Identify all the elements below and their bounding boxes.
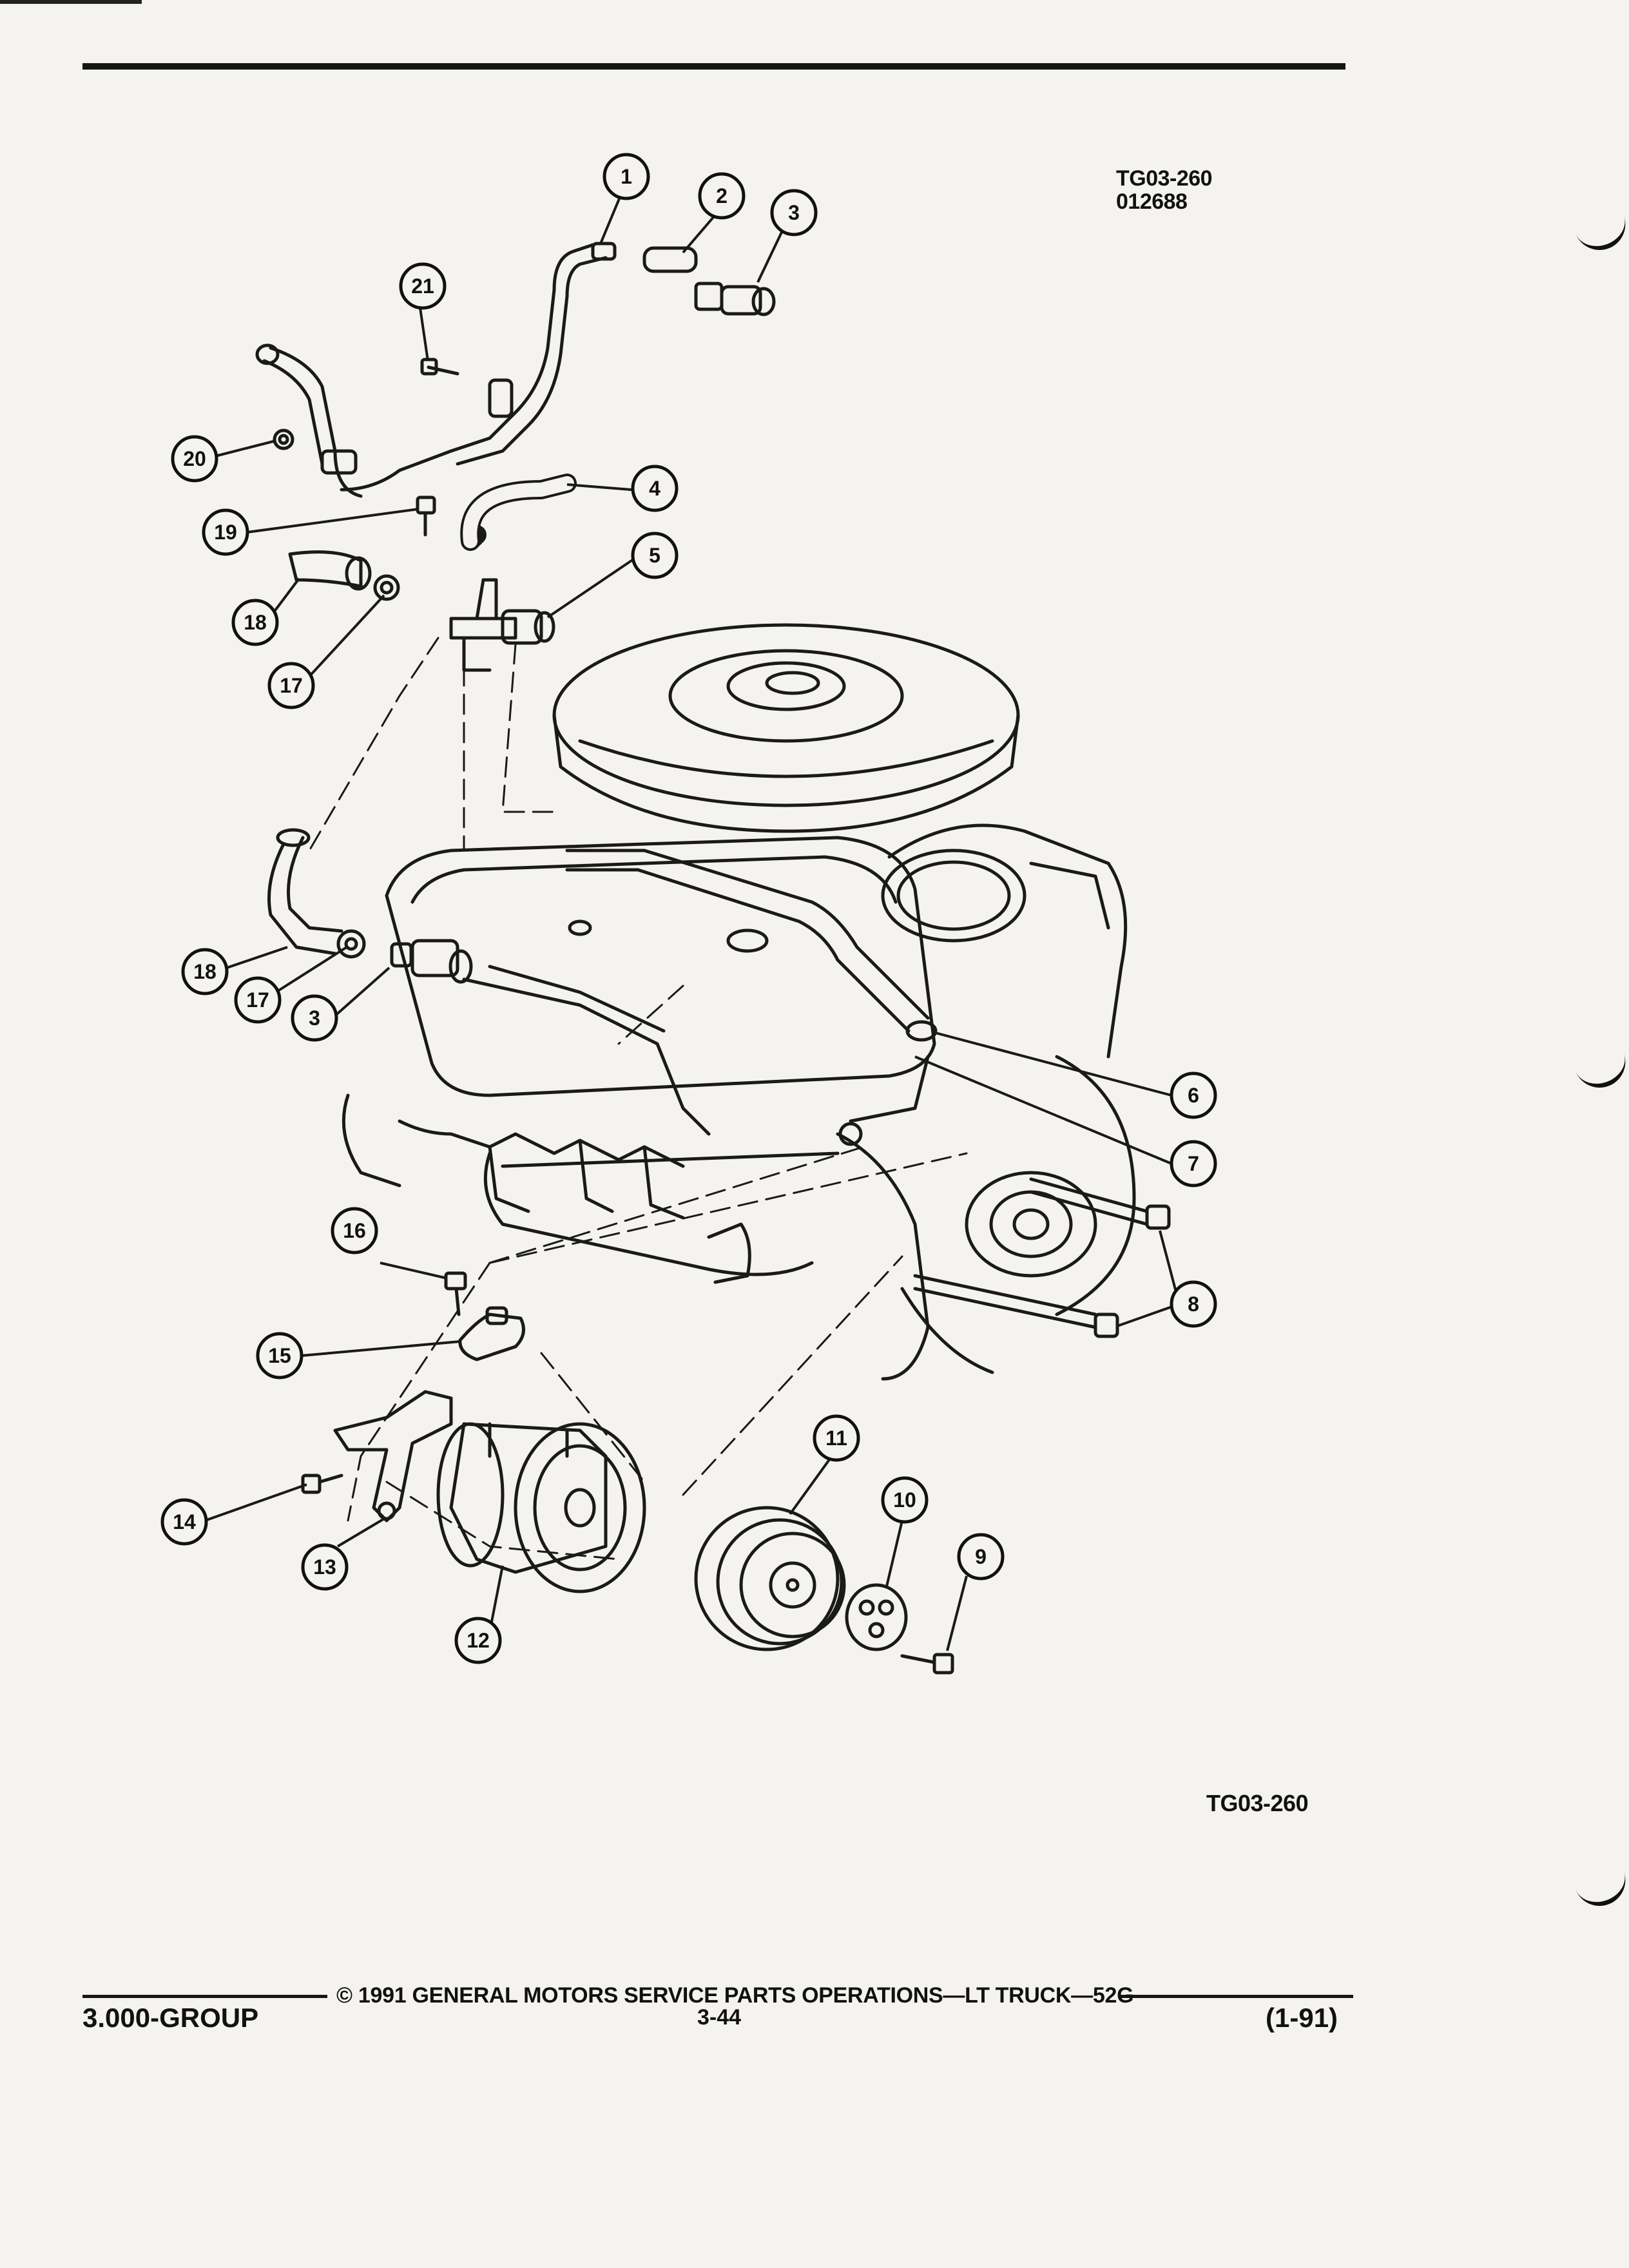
footer-rule xyxy=(82,1995,327,1998)
ac-hose-assembly xyxy=(255,242,617,498)
callout-circle xyxy=(631,532,679,579)
callout-label: 19 xyxy=(214,521,237,544)
callout-leaders xyxy=(204,197,1181,1651)
callout-label: 13 xyxy=(313,1555,336,1579)
hose-elbow xyxy=(288,550,372,591)
callout-label: 17 xyxy=(246,988,269,1012)
figure-id: TG03-260 xyxy=(1116,166,1213,191)
hose-clamp xyxy=(373,574,400,601)
callout-circle xyxy=(160,1498,208,1546)
bolt xyxy=(301,1474,343,1494)
copyright-notice: © 1991 GENERAL MOTORS SERVICE PARTS OPER… xyxy=(336,1983,1134,2008)
header-rule xyxy=(82,63,1345,70)
callout-circle xyxy=(1170,1280,1217,1328)
callout-circle xyxy=(291,994,338,1042)
callout-circle xyxy=(399,262,447,310)
callout-circle xyxy=(267,662,315,709)
hose-elbow xyxy=(267,828,343,956)
pulley xyxy=(694,1506,846,1651)
figure-date: 012688 xyxy=(1116,189,1188,214)
callout-label: 8 xyxy=(1188,1293,1199,1316)
mounting-bracket xyxy=(333,1390,453,1523)
callout-circle xyxy=(602,153,650,200)
bracket xyxy=(458,1306,525,1361)
callout-circle xyxy=(181,948,229,995)
tee-fitting xyxy=(449,578,555,672)
callout-circle xyxy=(881,1476,929,1524)
callout-circle xyxy=(631,465,679,512)
callout-label: 17 xyxy=(280,674,303,697)
callout-label: 9 xyxy=(975,1545,987,1568)
bolt xyxy=(444,1271,467,1316)
callout-label: 3 xyxy=(309,1006,320,1030)
callout-label: 5 xyxy=(649,544,660,567)
hose-clamp xyxy=(336,929,366,959)
callout-label: 16 xyxy=(343,1219,366,1242)
bolt xyxy=(420,358,459,376)
callout-circle xyxy=(813,1414,860,1462)
mounting-bolt-long xyxy=(913,1274,1119,1338)
callout-label: 3 xyxy=(788,201,800,224)
callout-circle xyxy=(256,1332,304,1379)
pressure-switch xyxy=(390,939,473,984)
callout-circle xyxy=(1170,1072,1217,1119)
callout-circle xyxy=(698,172,746,220)
callout-circle xyxy=(770,189,818,236)
callout-label: 20 xyxy=(183,447,206,470)
ac-compressor xyxy=(436,1422,646,1593)
callout-label: 14 xyxy=(173,1510,196,1533)
callout-circles xyxy=(160,153,1217,1664)
group-number: 3.000-GROUP xyxy=(82,2003,259,2033)
nut xyxy=(273,428,294,450)
callout-label: 21 xyxy=(411,274,434,298)
callout-circle xyxy=(231,599,279,646)
callout-circle xyxy=(331,1207,378,1254)
callout-label: 15 xyxy=(268,1344,291,1367)
callout-circle xyxy=(454,1617,502,1664)
pulley-bolt xyxy=(900,1653,954,1675)
callout-label: 7 xyxy=(1188,1152,1199,1175)
suction-hose xyxy=(462,849,938,1146)
callout-label: 11 xyxy=(825,1427,847,1450)
callout-circle xyxy=(234,976,282,1024)
bolt xyxy=(416,495,436,537)
callout-circle xyxy=(1170,1140,1217,1187)
callout-label: 18 xyxy=(193,960,217,983)
pressure-switch xyxy=(694,282,776,316)
page-number: 3-44 xyxy=(697,2005,742,2030)
callout-circle xyxy=(301,1543,349,1591)
callout-circle xyxy=(202,508,249,556)
callout-label: 10 xyxy=(893,1488,916,1512)
pulley-hub xyxy=(845,1583,908,1651)
callout-label: 6 xyxy=(1188,1084,1199,1107)
top-corner-mark xyxy=(0,0,142,4)
revision-date: (1-91) xyxy=(1266,2003,1338,2033)
footer-rule xyxy=(1120,1995,1353,1998)
callout-circle xyxy=(957,1533,1005,1581)
callout-label: 12 xyxy=(467,1629,490,1652)
sleeve xyxy=(642,246,698,273)
mounting-bolt-long xyxy=(1029,1177,1171,1230)
callout-label: 2 xyxy=(716,184,728,207)
callout-label: 18 xyxy=(244,611,267,634)
callout-label: 4 xyxy=(649,477,660,500)
air-cleaner xyxy=(552,623,1020,833)
callout-circle xyxy=(171,435,218,483)
figure-id-bottom: TG03-260 xyxy=(1206,1790,1309,1816)
assembly-leader-lines xyxy=(308,637,968,1561)
callout-label: 1 xyxy=(621,165,632,188)
